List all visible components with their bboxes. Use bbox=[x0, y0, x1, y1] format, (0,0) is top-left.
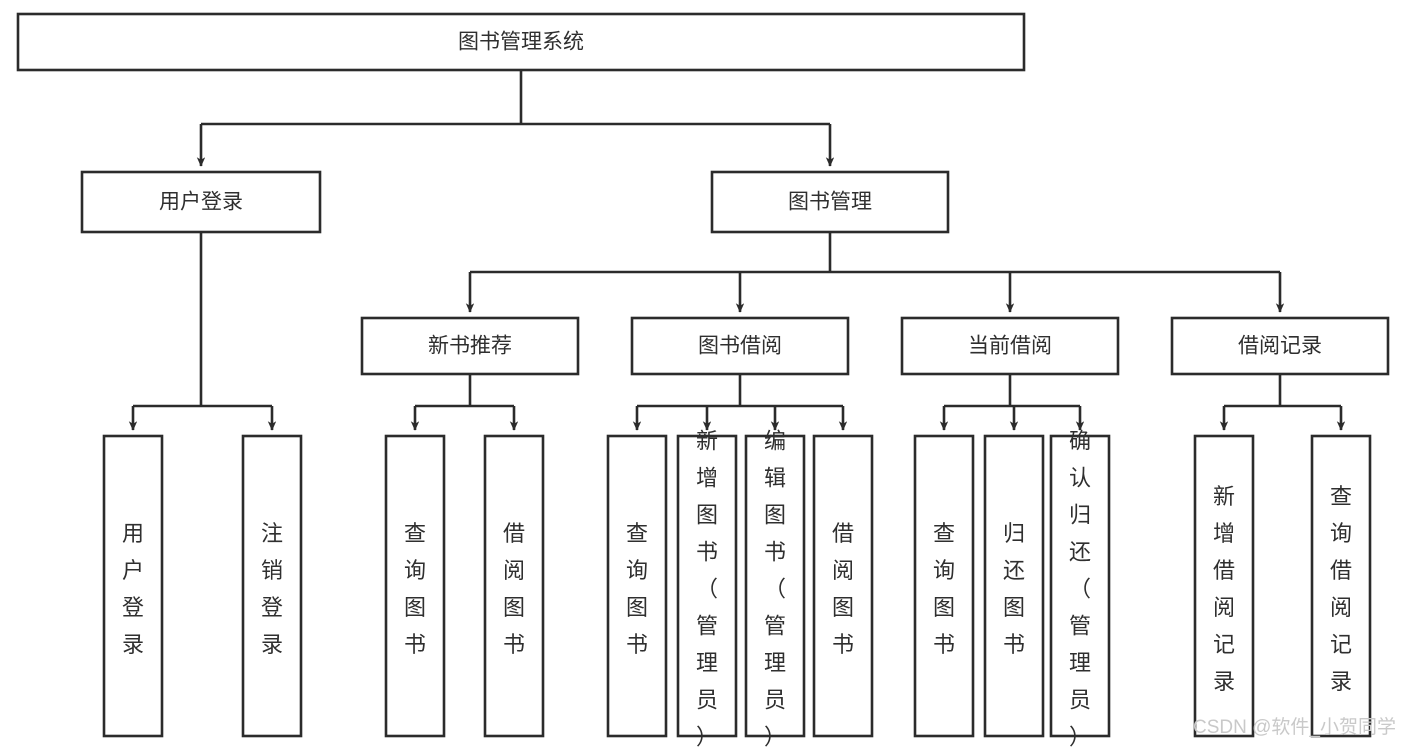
leaf-node-0[interactable]: 用户登录 bbox=[102, 434, 164, 738]
leaf-node-label-10: 确认归还（管理员） bbox=[1069, 428, 1091, 747]
node-current-borrow-label: 当前借阅 bbox=[968, 335, 1052, 358]
leaf-node-label-6: 编辑图书（管理员） bbox=[764, 428, 786, 747]
leaf-node-box-12[interactable] bbox=[1310, 434, 1372, 738]
leaf-node-label-3: 借阅图书 bbox=[503, 521, 525, 657]
node-new-book-recommend-box[interactable] bbox=[360, 316, 580, 376]
node-root-box[interactable] bbox=[16, 12, 1026, 72]
leaf-node-box-3[interactable] bbox=[483, 434, 545, 738]
leaf-node-label-2: 查询图书 bbox=[404, 521, 426, 657]
node-current-borrow[interactable]: 当前借阅 bbox=[900, 316, 1120, 376]
node-book-management-box[interactable] bbox=[710, 170, 950, 234]
leaf-node-box-7[interactable] bbox=[812, 434, 874, 738]
leaf-node-box-8[interactable] bbox=[913, 434, 975, 738]
node-root-label: 图书管理系统 bbox=[458, 31, 584, 54]
connector-layer bbox=[128, 70, 1346, 431]
leaf-node-box-9[interactable] bbox=[983, 434, 1045, 738]
watermark-label: CSDN @软件_小贺同学 bbox=[1193, 716, 1396, 738]
node-current-borrow-box[interactable] bbox=[900, 316, 1120, 376]
leaf-node-6[interactable]: 编辑图书（管理员） bbox=[744, 428, 806, 747]
leaf-node-box-10[interactable] bbox=[1049, 434, 1111, 738]
leaf-node-label-5: 新增图书（管理员） bbox=[696, 428, 718, 747]
leaf-node-2[interactable]: 查询图书 bbox=[384, 434, 446, 738]
leaf-node-4[interactable]: 查询图书 bbox=[606, 434, 668, 738]
node-root[interactable]: 图书管理系统 bbox=[16, 12, 1026, 72]
leaf-node-label-0: 用户登录 bbox=[122, 521, 144, 657]
node-borrow-record-box[interactable] bbox=[1170, 316, 1390, 376]
leaf-node-label-11: 新增借阅记录 bbox=[1213, 484, 1235, 694]
leaf-node-box-2[interactable] bbox=[384, 434, 446, 738]
node-borrow-record-label: 借阅记录 bbox=[1238, 335, 1322, 358]
leaf-node-label-7: 借阅图书 bbox=[832, 521, 854, 657]
leaf-node-label-8: 查询图书 bbox=[933, 521, 955, 657]
leaf-node-9[interactable]: 归还图书 bbox=[983, 434, 1045, 738]
leaf-node-12[interactable]: 查询借阅记录 bbox=[1310, 434, 1372, 738]
node-user-login[interactable]: 用户登录 bbox=[80, 170, 322, 234]
leaf-node-box-11[interactable] bbox=[1193, 434, 1255, 738]
leaf-node-label-1: 注销登录 bbox=[261, 521, 283, 657]
node-book-borrow[interactable]: 图书借阅 bbox=[630, 316, 850, 376]
leaf-node-7[interactable]: 借阅图书 bbox=[812, 434, 874, 738]
leaf-node-box-4[interactable] bbox=[606, 434, 668, 738]
leaf-node-8[interactable]: 查询图书 bbox=[913, 434, 975, 738]
leaf-node-box-1[interactable] bbox=[241, 434, 303, 738]
node-new-book-recommend-label: 新书推荐 bbox=[428, 335, 512, 358]
leaf-node-label-12: 查询借阅记录 bbox=[1330, 484, 1352, 694]
node-borrow-record[interactable]: 借阅记录 bbox=[1170, 316, 1390, 376]
leaf-node-3[interactable]: 借阅图书 bbox=[483, 434, 545, 738]
node-book-management-label: 图书管理 bbox=[788, 191, 872, 214]
leaf-node-label-9: 归还图书 bbox=[1003, 521, 1025, 657]
leaf-node-1[interactable]: 注销登录 bbox=[241, 434, 303, 738]
node-book-borrow-label: 图书借阅 bbox=[698, 335, 782, 358]
node-new-book-recommend[interactable]: 新书推荐 bbox=[360, 316, 580, 376]
node-user-login-label: 用户登录 bbox=[159, 191, 243, 214]
leaf-node-box-0[interactable] bbox=[102, 434, 164, 738]
leaf-node-label-4: 查询图书 bbox=[626, 521, 648, 657]
node-book-borrow-box[interactable] bbox=[630, 316, 850, 376]
leaf-node-10[interactable]: 确认归还（管理员） bbox=[1049, 428, 1111, 747]
node-book-management[interactable]: 图书管理 bbox=[710, 170, 950, 234]
leaf-node-5[interactable]: 新增图书（管理员） bbox=[676, 428, 738, 747]
leaf-node-box-5[interactable] bbox=[676, 434, 738, 738]
leaf-node-box-6[interactable] bbox=[744, 434, 806, 738]
leaf-node-11[interactable]: 新增借阅记录 bbox=[1193, 434, 1255, 738]
leaf-node-layer: 用户登录 注销登录 查询图书 借阅图书 查询图书 新增图书（管理员） 编辑图书（管理员） 借阅… bbox=[102, 428, 1372, 747]
node-user-login-box[interactable] bbox=[80, 170, 322, 234]
